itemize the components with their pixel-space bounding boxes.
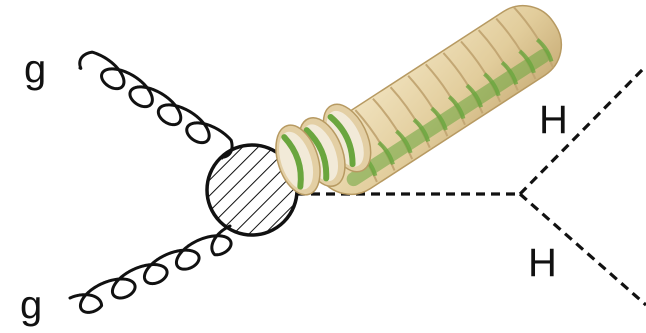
gluon-line-bottom [70,226,231,312]
gluon-label-bottom: g [20,283,42,327]
gluon-line-top [80,52,232,158]
higgs-label-lower: H [528,241,557,285]
garlic-bread-image [268,0,575,208]
gluon-label-top: g [24,47,46,91]
higgs-label-upper: H [539,98,568,142]
